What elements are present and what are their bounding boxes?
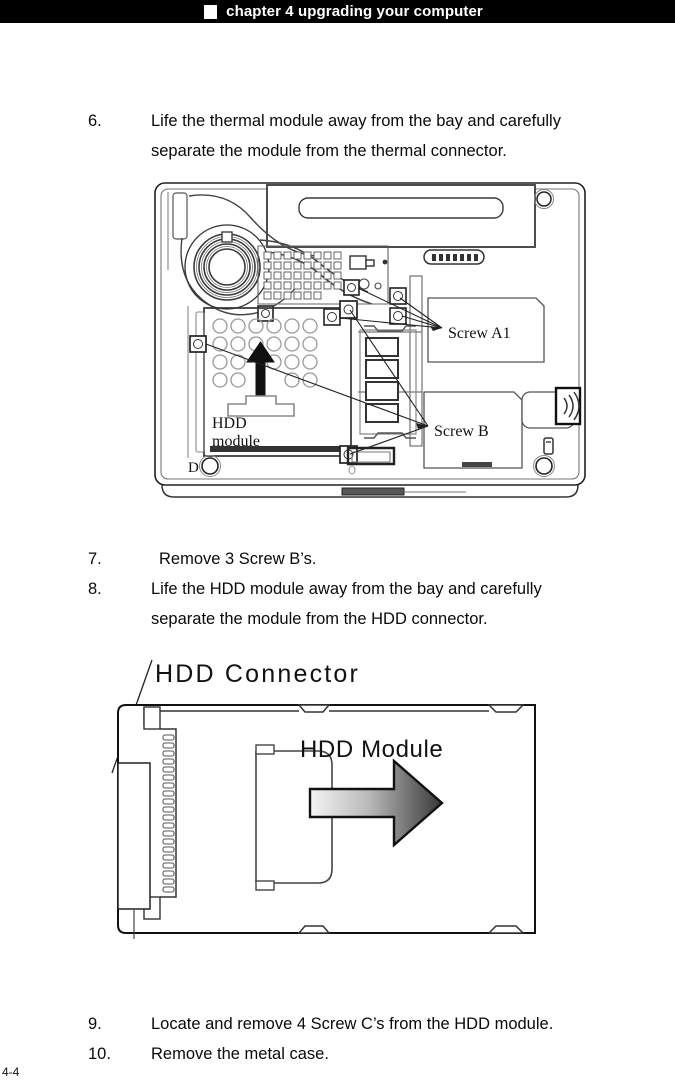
- hdd-connector-label: HDD Connector: [155, 660, 361, 688]
- step-text: Locate and remove 4 Screw C’s from the H…: [151, 1015, 554, 1033]
- step-text: Remove the metal case.: [151, 1045, 329, 1063]
- step-number: 9.: [88, 1015, 102, 1033]
- instruction-step-7: 7. Remove 3 Screw B’s.: [88, 544, 668, 574]
- header-content: chapter 4 upgrading your computer: [204, 4, 483, 19]
- wireless-antenna-icon: [554, 386, 582, 426]
- filled-square-icon: [204, 4, 218, 19]
- step-number: 10.: [88, 1045, 111, 1063]
- step-text: Life the HDD module away from the bay an…: [151, 574, 648, 634]
- step-number: 8.: [88, 580, 102, 598]
- screw-b-caption: Screw B: [434, 423, 489, 440]
- step-text-line-1: Life the HDD module away from the bay an…: [151, 580, 542, 598]
- battery-status-icon: [423, 249, 485, 265]
- screw-a1-caption: Screw A1: [448, 325, 511, 342]
- instruction-step-10: 10. Remove the metal case.: [88, 1039, 668, 1069]
- instruction-step-9: 9. Locate and remove 4 Screw C’s from th…: [88, 1009, 668, 1039]
- figure-hdd-module: [104, 655, 554, 965]
- step-text-line-2: separate the module from the HDD connect…: [151, 610, 488, 628]
- step-number: 7.: [88, 550, 102, 568]
- hdd-pin-array: [162, 734, 175, 893]
- instruction-step-6: 6. Life the thermal module away from the…: [88, 106, 668, 166]
- hdd-module-caption-line2: module: [212, 433, 260, 450]
- page-number: 4-4: [2, 1065, 20, 1079]
- removal-direction-arrow-icon: [308, 758, 444, 848]
- hdd-module-caption-line1: HDD: [212, 415, 247, 432]
- svg-text:D: D: [188, 460, 199, 476]
- hdd-module-label: HDD Module: [300, 736, 444, 763]
- instruction-step-8: 8. Life the HDD module away from the bay…: [88, 574, 648, 634]
- step-text-line-1: Life the thermal module away from the ba…: [151, 112, 561, 130]
- page-header: chapter 4 upgrading your computer: [0, 0, 675, 23]
- figure-notebook-bottom-case: HDD module Screw A1 Screw: [152, 180, 588, 510]
- step-text: Life the thermal module away from the ba…: [151, 106, 668, 166]
- step-text: Remove 3 Screw B’s.: [159, 550, 317, 568]
- page-title: chapter 4 upgrading your computer: [226, 3, 483, 20]
- step-number: 6.: [88, 112, 102, 130]
- step-text-line-2: separate the module from the thermal con…: [151, 142, 507, 160]
